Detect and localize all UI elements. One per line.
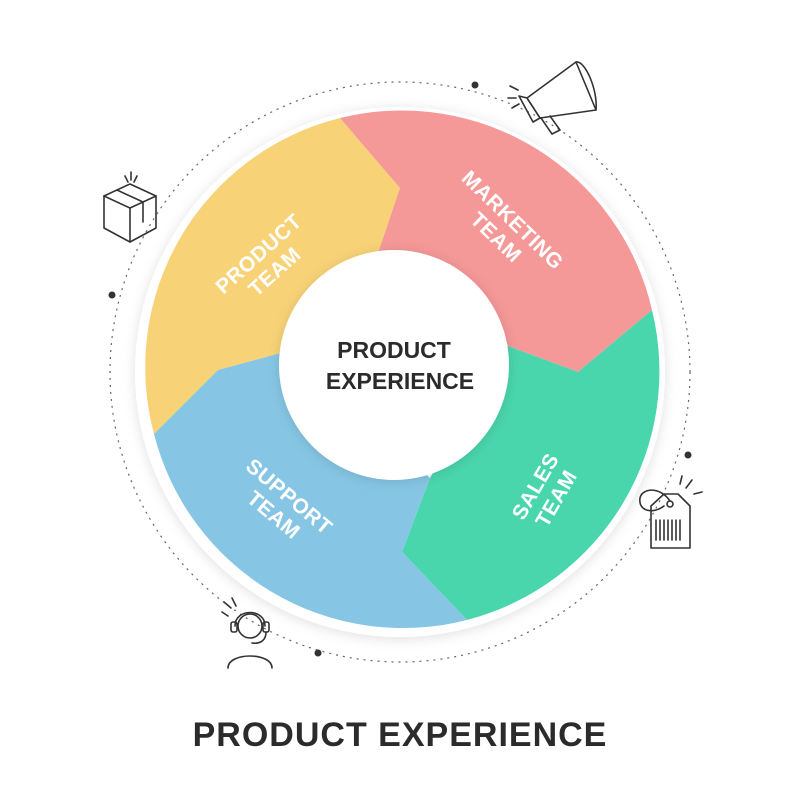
price-tag-icon (639, 475, 703, 549)
orbit-dots (108, 81, 692, 657)
segment-support-team (154, 350, 467, 629)
box-icon (103, 171, 157, 243)
center-circle (279, 250, 509, 480)
center-label-line1: PRODUCT (337, 337, 451, 363)
segment-sales-team (402, 310, 660, 620)
footer-title: PRODUCT EXPERIENCE (192, 716, 608, 754)
megaphone-icon (507, 61, 597, 135)
center-label-line2: EXPERIENCE (326, 368, 474, 394)
headset-user-icon (221, 597, 273, 669)
segment-product-team (145, 118, 400, 434)
segment-marketing-team (340, 110, 652, 372)
orbit-dotted-ring (109, 81, 691, 663)
